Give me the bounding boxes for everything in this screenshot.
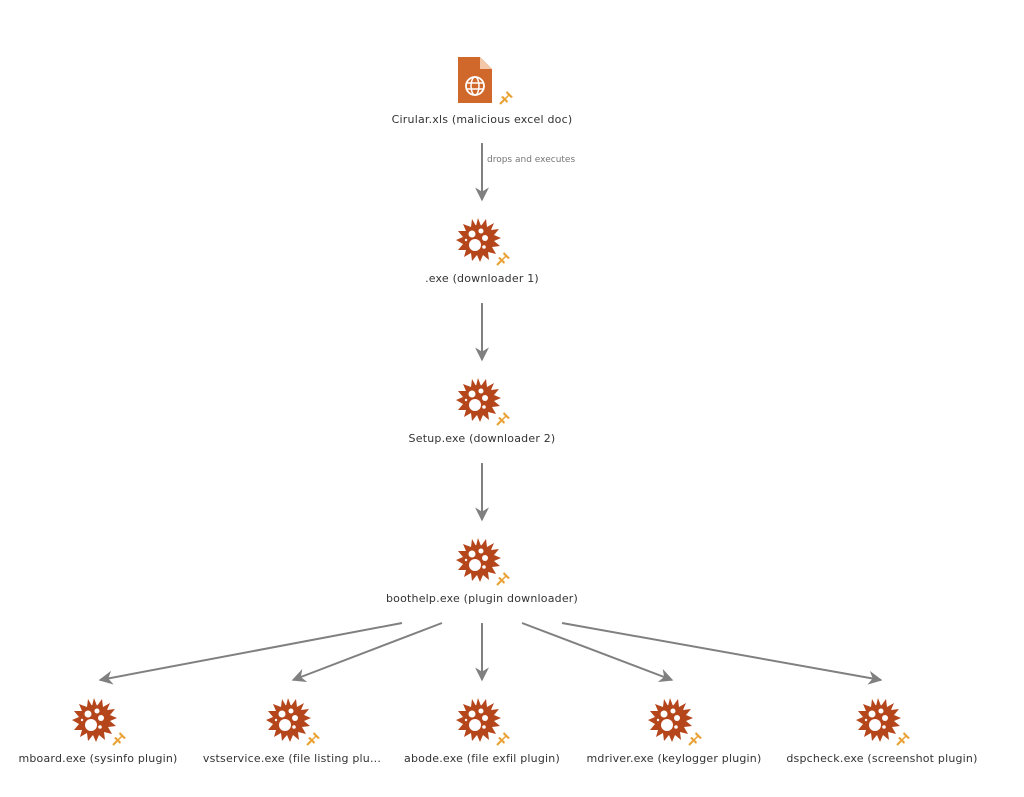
node-downloader2[interactable]: Setup.exe (downloader 2) [382,376,582,445]
pin-icon[interactable] [496,570,512,586]
node-label: mboard.exe (sysinfo plugin) [18,752,178,765]
node-abode[interactable]: abode.exe (file exfil plugin) [382,696,582,765]
malware-icon [454,376,502,428]
pin-icon[interactable] [496,730,512,746]
malware-icon [454,536,502,588]
node-dspcheck[interactable]: dspcheck.exe (screenshot plugin) [782,696,982,765]
node-label: Cirular.xls (malicious excel doc) [391,113,573,126]
pin-icon[interactable] [499,89,515,105]
node-label: Setup.exe (downloader 2) [408,432,556,445]
node-label: .exe (downloader 1) [425,272,539,285]
node-label: abode.exe (file exfil plugin) [404,752,560,765]
malware-icon [646,696,694,748]
malware-icon [454,696,502,748]
pin-icon[interactable] [496,250,512,266]
node-downloader1[interactable]: .exe (downloader 1) [382,216,582,285]
node-label: vstservice.exe (file listing plu... [202,752,382,765]
document-web-icon [458,57,492,107]
malware-icon [264,696,312,748]
pin-icon[interactable] [688,730,704,746]
pin-icon[interactable] [306,730,322,746]
pin-icon[interactable] [496,410,512,426]
node-mboard[interactable]: mboard.exe (sysinfo plugin) [0,696,198,765]
pin-icon[interactable] [896,730,912,746]
node-label: mdriver.exe (keylogger plugin) [586,752,762,765]
edge-boothelp-mdriver[interactable] [521,622,674,683]
node-mdriver[interactable]: mdriver.exe (keylogger plugin) [574,696,774,765]
edge-boothelp-mboard[interactable] [98,622,403,685]
malware-icon [454,216,502,268]
node-boothelp[interactable]: boothelp.exe (plugin downloader) [382,536,582,605]
node-cirular[interactable]: Cirular.xls (malicious excel doc) [382,55,582,126]
pin-icon[interactable] [112,730,128,746]
node-vstservice[interactable]: vstservice.exe (file listing plu... [192,696,392,765]
node-label: boothelp.exe (plugin downloader) [385,592,579,605]
edge-label-drops-and-executes: drops and executes [487,155,576,165]
edge-boothelp-vstservice[interactable] [291,622,443,683]
malware-icon [70,696,118,748]
malware-icon [854,696,902,748]
edge-boothelp-dspcheck[interactable] [561,622,883,685]
node-label: dspcheck.exe (screenshot plugin) [786,752,978,765]
